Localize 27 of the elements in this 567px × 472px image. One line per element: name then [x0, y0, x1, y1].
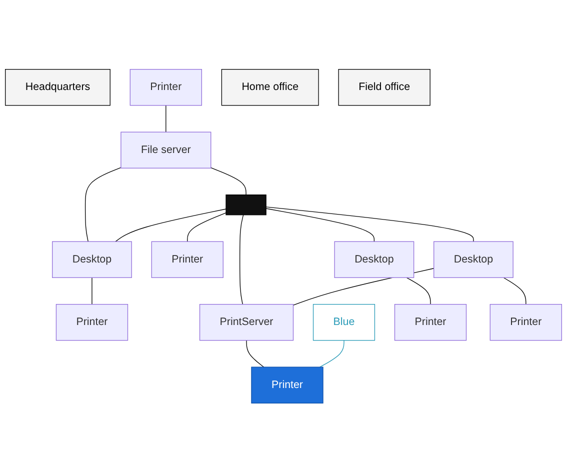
- node-box: PrintServer: [199, 304, 294, 340]
- node-box: Printer: [251, 366, 324, 404]
- node-box: Home office: [221, 68, 319, 106]
- node-box: Printer: [130, 68, 202, 106]
- connector: [240, 214, 244, 304]
- node-box: Desktop: [52, 241, 132, 278]
- node-box: Desktop: [334, 241, 414, 278]
- connector: [503, 277, 526, 304]
- node-box: Printer: [151, 241, 224, 278]
- node-box: Desktop: [434, 241, 514, 278]
- connector: [266, 208, 375, 242]
- connector: [266, 206, 474, 242]
- node-box: [226, 194, 266, 215]
- connector: [84, 167, 122, 242]
- node-box: Blue: [312, 304, 376, 340]
- node-box: Printer: [56, 304, 128, 340]
- node-box: Printer: [490, 304, 562, 340]
- connector: [320, 340, 344, 368]
- node-box: File server: [120, 132, 212, 168]
- connector: [210, 167, 246, 195]
- connector: [115, 208, 226, 242]
- node-box: Headquarters: [5, 68, 110, 106]
- connector: [406, 277, 431, 304]
- node-box: Printer: [394, 304, 467, 340]
- connector: [246, 340, 264, 368]
- connector: [187, 212, 226, 242]
- node-box: Field office: [338, 68, 430, 106]
